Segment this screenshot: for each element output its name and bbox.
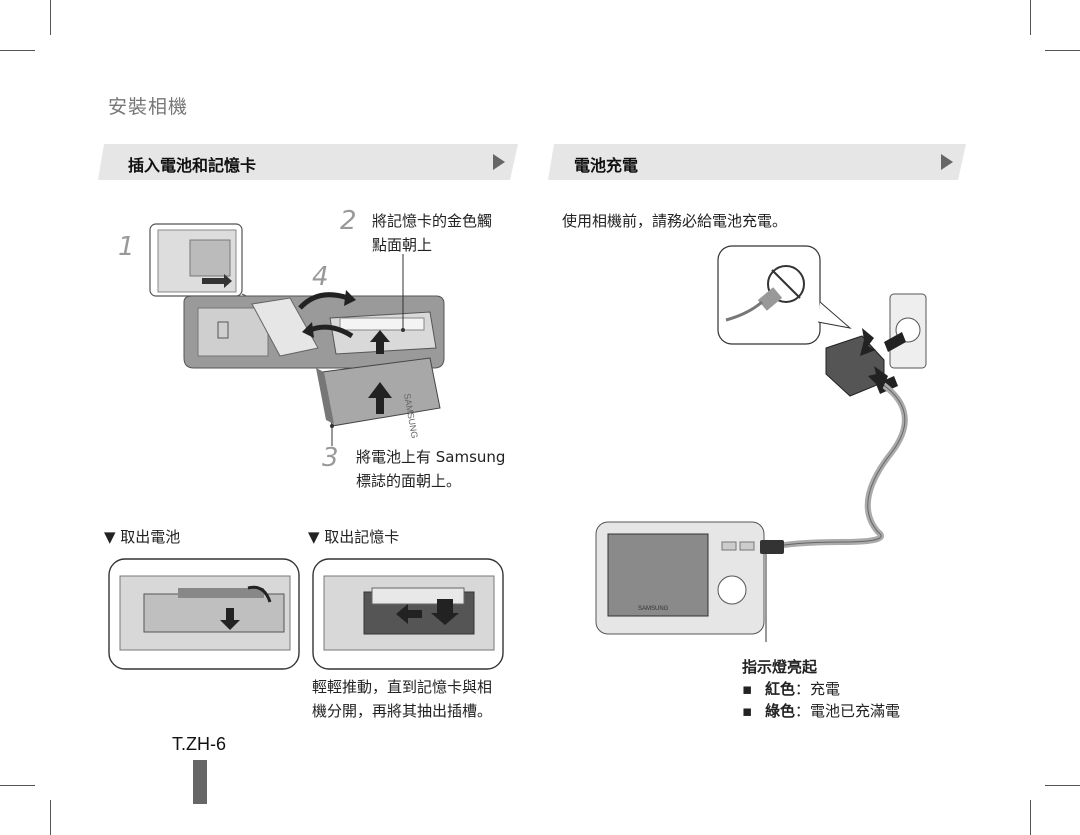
- remove-battery-label: ▼ 取出電池: [104, 528, 181, 546]
- thumb-index-tab: [193, 760, 207, 804]
- step2-text-line2: 點面朝上: [372, 236, 433, 254]
- bullet-icon: ▪: [742, 680, 753, 698]
- section-heading-insert: 插入電池和記憶卡: [128, 156, 257, 175]
- indicator-color-label: 紅色: [764, 680, 795, 698]
- crop-mark-top-right-v: [1030, 0, 1031, 35]
- indicator-title: 指示燈亮起: [742, 658, 818, 676]
- crop-mark-bottom-left-h: [0, 785, 35, 786]
- remove-card-label: ▼ 取出記憶卡: [308, 528, 400, 546]
- page-code: T.ZH-6: [172, 734, 226, 754]
- charging-illustration: SAMSUNG: [595, 245, 927, 642]
- indicator-meaning: 電池已充滿電: [809, 702, 900, 720]
- remove-battery-image: [108, 558, 300, 670]
- crop-mark-top-right-h: [1045, 50, 1080, 51]
- crop-mark-bottom-left-v: [50, 800, 51, 835]
- banner-background: [548, 144, 966, 180]
- crop-mark-top-left-h: [0, 50, 35, 51]
- step-number-1: 1: [118, 232, 135, 262]
- crop-mark-bottom-right-h: [1045, 785, 1080, 786]
- step2-text-line1: 將記憶卡的金色觸: [372, 212, 493, 230]
- remove-card-note-line1: 輕輕推動，直到記憶卡與相: [312, 678, 493, 696]
- remove-card-note-line2: 機分開，再將其抽出插槽。: [312, 702, 493, 720]
- bullet-icon: ▪: [742, 702, 753, 720]
- indicator-separator: ：: [794, 680, 810, 698]
- step3-text-line2: 標誌的面朝上。: [356, 472, 462, 490]
- play-arrow-icon: [493, 154, 505, 170]
- step-number-3: 3: [322, 443, 339, 473]
- banner-background: [98, 144, 518, 180]
- step-number-2: 2: [340, 206, 357, 236]
- page-title: 安裝相機: [108, 96, 189, 118]
- step-number-4: 4: [312, 262, 329, 292]
- crop-mark-top-left-v: [50, 0, 51, 35]
- crop-mark-bottom-right-v: [1030, 800, 1031, 835]
- section-heading-charge: 電池充電: [574, 156, 639, 175]
- camera-brand-text: SAMSUNG: [638, 606, 669, 612]
- remove-card-image: [312, 558, 504, 670]
- indicator-separator: ：: [794, 702, 810, 720]
- indicator-color-label: 綠色: [764, 702, 795, 720]
- battery-card-insertion-illustration: SAMSUNG: [149, 223, 445, 446]
- section-banner-insert: 插入電池和記憶卡: [98, 144, 518, 180]
- indicator-item-green: ▪ 綠色：電池已充滿電: [742, 700, 900, 722]
- play-arrow-icon: [941, 154, 953, 170]
- step3-text-line1: 將電池上有 Samsung: [356, 448, 506, 466]
- indicator-item-red: ▪ 紅色：充電: [742, 678, 840, 700]
- indicator-meaning: 充電: [809, 680, 840, 698]
- section-banner-charge: 電池充電: [548, 144, 966, 180]
- charge-intro-text: 使用相機前，請務必給電池充電。: [562, 212, 788, 230]
